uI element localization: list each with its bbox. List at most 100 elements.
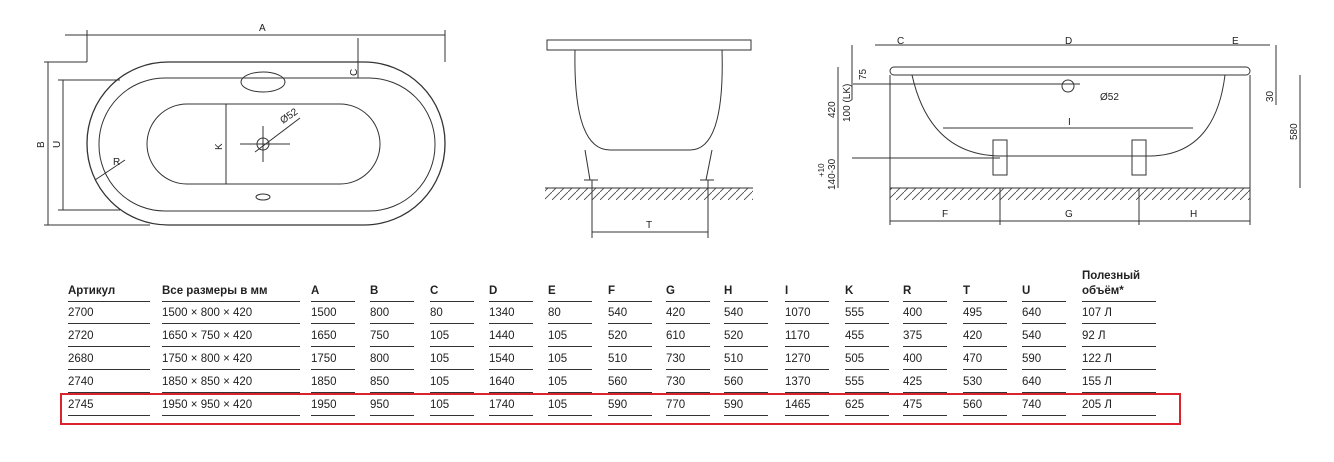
row-rule bbox=[370, 323, 414, 324]
column-header: C bbox=[430, 285, 439, 297]
dim-label-420: 420 bbox=[827, 101, 838, 118]
dim-label-h: H bbox=[1190, 209, 1197, 220]
row-rule bbox=[370, 346, 414, 347]
table-cell: 850 bbox=[370, 376, 390, 388]
header-rule bbox=[963, 301, 1007, 302]
dim-label-t: T bbox=[646, 220, 652, 231]
row-rule bbox=[1082, 346, 1156, 347]
row-rule bbox=[666, 369, 710, 370]
table-cell: 205 Л bbox=[1082, 399, 1112, 411]
row-rule bbox=[1022, 369, 1066, 370]
table-cell: 625 bbox=[845, 399, 865, 411]
row-rule bbox=[963, 346, 1007, 347]
row-rule bbox=[785, 392, 829, 393]
dim-label-diameter-front: Ø52 bbox=[1100, 92, 1119, 103]
table-cell: 750 bbox=[370, 330, 390, 342]
row-rule bbox=[162, 369, 300, 370]
header-rule bbox=[1022, 301, 1066, 302]
table-cell: 2740 bbox=[68, 376, 94, 388]
row-rule bbox=[608, 323, 652, 324]
row-rule bbox=[548, 323, 592, 324]
table-cell: 640 bbox=[1022, 307, 1042, 319]
table-cell: 455 bbox=[845, 330, 865, 342]
table-cell: 1540 bbox=[489, 353, 515, 365]
row-rule bbox=[68, 415, 150, 416]
row-rule bbox=[1082, 369, 1156, 370]
table-cell: 560 bbox=[608, 376, 628, 388]
table-cell: 520 bbox=[608, 330, 628, 342]
dim-label-i: I bbox=[1068, 117, 1071, 128]
table-cell: 800 bbox=[370, 353, 390, 365]
row-rule bbox=[963, 415, 1007, 416]
dim-label-plus10: +10 bbox=[817, 163, 826, 177]
table-cell: 92 Л bbox=[1082, 330, 1106, 342]
row-rule bbox=[311, 346, 355, 347]
column-header: H bbox=[724, 285, 733, 297]
dim-label-b: B bbox=[36, 141, 47, 148]
table-cell: 540 bbox=[1022, 330, 1042, 342]
table-cell: 2680 bbox=[68, 353, 94, 365]
row-rule bbox=[430, 323, 474, 324]
row-rule bbox=[68, 369, 150, 370]
row-rule bbox=[430, 392, 474, 393]
dim-label-g: G bbox=[1065, 209, 1073, 220]
table-cell: 560 bbox=[724, 376, 744, 388]
table-cell: 80 bbox=[430, 307, 443, 319]
row-rule bbox=[1082, 415, 1156, 416]
table-cell: 420 bbox=[666, 307, 686, 319]
row-rule bbox=[903, 323, 947, 324]
row-rule bbox=[162, 346, 300, 347]
header-rule bbox=[489, 301, 533, 302]
dim-label-75: 75 bbox=[858, 68, 869, 80]
table-cell: 1750 × 800 × 420 bbox=[162, 353, 253, 365]
table-cell: 590 bbox=[608, 399, 628, 411]
row-rule bbox=[608, 392, 652, 393]
row-rule bbox=[785, 369, 829, 370]
row-rule bbox=[785, 415, 829, 416]
row-rule bbox=[548, 415, 592, 416]
row-rule bbox=[489, 369, 533, 370]
row-rule bbox=[608, 346, 652, 347]
row-rule bbox=[845, 369, 889, 370]
table-cell: 425 bbox=[903, 376, 923, 388]
table-cell: 122 Л bbox=[1082, 353, 1112, 365]
dim-label-30: 30 bbox=[1265, 90, 1276, 102]
row-rule bbox=[489, 392, 533, 393]
header-rule bbox=[548, 301, 592, 302]
table-cell: 640 bbox=[1022, 376, 1042, 388]
column-header: U bbox=[1022, 285, 1031, 297]
header-rule bbox=[430, 301, 474, 302]
row-rule bbox=[724, 415, 768, 416]
table-cell: 800 bbox=[370, 307, 390, 319]
table-cell: 530 bbox=[963, 376, 983, 388]
column-header: B bbox=[370, 285, 379, 297]
table-cell: 80 bbox=[548, 307, 561, 319]
table-cell: 105 bbox=[430, 330, 450, 342]
row-rule bbox=[430, 369, 474, 370]
row-rule bbox=[370, 369, 414, 370]
side-view-drawing: T bbox=[545, 39, 753, 238]
table-cell: 555 bbox=[845, 307, 865, 319]
table-cell: 555 bbox=[845, 376, 865, 388]
table-cell: 2745 bbox=[68, 399, 94, 411]
dim-label-100-lk: 100 (LK) bbox=[842, 84, 853, 122]
row-rule bbox=[68, 346, 150, 347]
table-cell: 560 bbox=[963, 399, 983, 411]
row-rule bbox=[666, 323, 710, 324]
table-cell: 1070 bbox=[785, 307, 811, 319]
table-cell: 730 bbox=[666, 353, 686, 365]
table-cell: 1640 bbox=[489, 376, 515, 388]
table-cell: 1950 bbox=[311, 399, 337, 411]
column-header: F bbox=[608, 285, 616, 297]
row-rule bbox=[1082, 323, 1156, 324]
row-rule bbox=[430, 415, 474, 416]
header-rule bbox=[666, 301, 710, 302]
row-rule bbox=[548, 369, 592, 370]
row-rule bbox=[963, 392, 1007, 393]
column-header: Все размеры в мм bbox=[162, 285, 268, 297]
column-header: D bbox=[489, 285, 498, 297]
header-rule bbox=[845, 301, 889, 302]
row-rule bbox=[666, 415, 710, 416]
dim-label-c-front: C bbox=[897, 36, 904, 47]
